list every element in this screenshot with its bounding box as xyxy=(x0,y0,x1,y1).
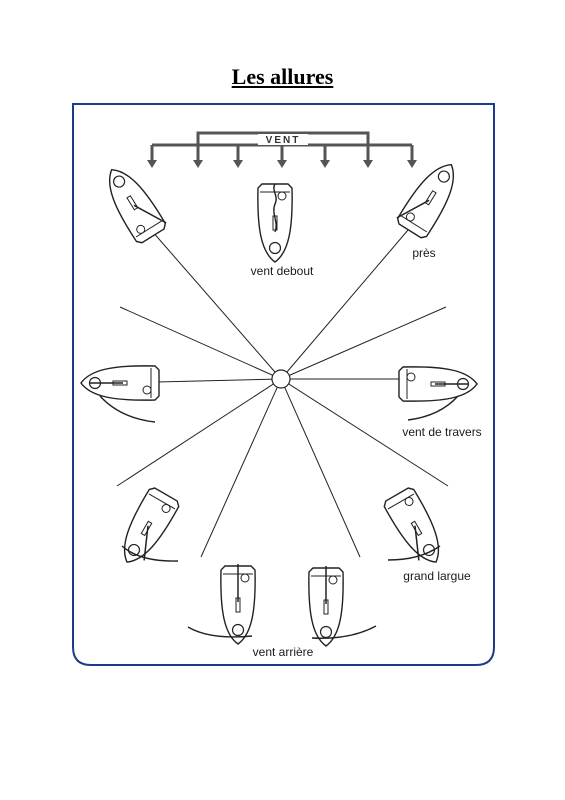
boat-pres-right xyxy=(394,154,467,241)
boat-travers-right xyxy=(398,366,478,402)
diagram-frame xyxy=(72,103,495,666)
boat-arriere-right xyxy=(308,566,344,647)
radial-lines xyxy=(116,222,449,558)
label-grand-largue: grand largue xyxy=(403,569,471,583)
center-point xyxy=(271,369,291,389)
boat-vent-debout xyxy=(257,183,293,263)
boat-arriere-left xyxy=(220,564,256,645)
label-vent-debout: vent debout xyxy=(251,264,314,278)
wind-label: VENT xyxy=(266,135,301,146)
page-title: Les allures xyxy=(231,64,334,89)
boat-largue-left xyxy=(111,485,182,572)
label-vent-arriere: vent arrière xyxy=(253,645,314,659)
label-vent-de-travers: vent de travers xyxy=(402,425,481,439)
boat-pres-left xyxy=(96,159,169,246)
boat-travers-left xyxy=(80,365,160,401)
label-pres: près xyxy=(412,246,435,260)
boat-largue-right xyxy=(381,485,452,572)
